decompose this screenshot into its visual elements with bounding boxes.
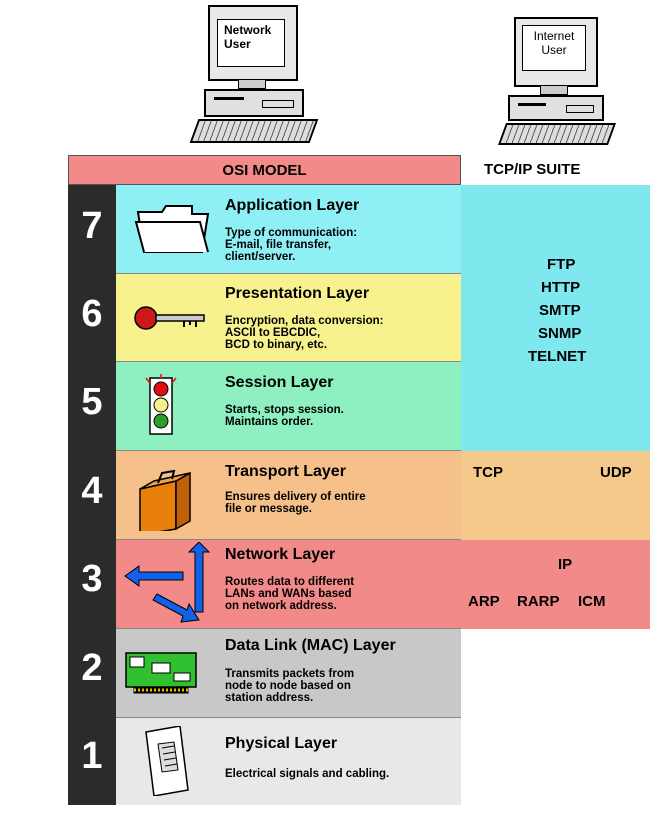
protocol-snmp: SNMP <box>538 325 582 342</box>
layer-description: Type of communication: E-mail, file tran… <box>225 227 358 263</box>
layer-title: Application Layer <box>225 197 360 214</box>
protocol-smtp: SMTP <box>539 302 581 319</box>
layer-number: 3 <box>81 558 103 600</box>
layer-number: 4 <box>81 470 103 512</box>
layer-5-session: Session Layer Starts, stops session. Mai… <box>116 362 461 451</box>
protocol-telnet: TELNET <box>528 348 587 365</box>
layer-number: 5 <box>81 381 103 423</box>
layer-number: 6 <box>81 293 103 335</box>
monitor-stand <box>238 79 266 89</box>
layer-title: Network Layer <box>225 546 336 563</box>
layer-number: 2 <box>81 647 103 689</box>
layer-7-application: Application Layer Type of communication:… <box>116 185 461 274</box>
traffic-light-icon <box>145 374 177 435</box>
layer-1-physical: Physical Layer Electrical signals and ca… <box>116 718 461 805</box>
system-unit <box>204 89 304 117</box>
tcpip-application-band <box>461 185 650 451</box>
keyboard <box>189 119 319 143</box>
protocol-arp: ARP <box>468 593 500 610</box>
keyboard <box>497 123 617 145</box>
layer-description: Electrical signals and cabling. <box>225 768 390 780</box>
protocol-icm: ICM <box>578 593 606 610</box>
layer-number-column <box>68 185 116 805</box>
osi-model-header: OSI MODEL <box>68 155 461 185</box>
folder-icon <box>134 205 210 253</box>
protocol-ftp: FTP <box>547 256 576 273</box>
layer-number: 1 <box>81 735 103 777</box>
monitor-stand <box>540 85 568 95</box>
layer-title: Physical Layer <box>225 735 338 752</box>
layer-6-presentation: Presentation Layer Encryption, data conv… <box>116 274 461 362</box>
layer-title: Presentation Layer <box>225 285 370 302</box>
arrows-icon <box>124 542 211 623</box>
layer-title: Data Link (MAC) Layer <box>225 637 396 654</box>
internet-user-computer: Internet User <box>497 17 617 152</box>
layer-description: Transmits packets from node to node base… <box>225 668 355 704</box>
protocol-udp: UDP <box>600 464 632 481</box>
tcpip-network-band <box>461 540 650 629</box>
protocol-rarp: RARP <box>517 593 560 610</box>
tcpip-transport-band <box>461 451 650 540</box>
protocol-http: HTTP <box>541 279 581 296</box>
suitcase-icon <box>139 469 191 531</box>
layer-4-transport: Transport Layer Ensures delivery of enti… <box>116 451 461 540</box>
layer-title: Session Layer <box>225 374 334 391</box>
layer-3-network: Network Layer Routes data to different L… <box>116 540 461 629</box>
layer-number: 7 <box>81 205 103 247</box>
jack-icon <box>145 726 189 796</box>
internet-user-label: Internet User <box>522 25 586 71</box>
protocol-tcp: TCP <box>473 464 503 481</box>
layer-description: Starts, stops session. Maintains order. <box>225 404 344 428</box>
layer-title: Transport Layer <box>225 463 346 480</box>
tcpip-suite-header: TCP/IP SUITE <box>484 161 581 178</box>
key-icon <box>134 306 205 330</box>
network-card-icon <box>125 652 197 694</box>
protocol-ip: IP <box>558 556 573 573</box>
layer-description: Routes data to different LANs and WANs b… <box>225 576 355 612</box>
network-user-computer: Network User <box>189 5 319 150</box>
layer-2-data-link: Data Link (MAC) Layer Transmits packets … <box>116 629 461 718</box>
layer-description: Encryption, data conversion: ASCII to EB… <box>225 315 384 351</box>
system-unit <box>508 95 604 121</box>
layer-description: Ensures delivery of entire file or messa… <box>225 491 366 515</box>
network-user-label: Network User <box>217 19 285 67</box>
